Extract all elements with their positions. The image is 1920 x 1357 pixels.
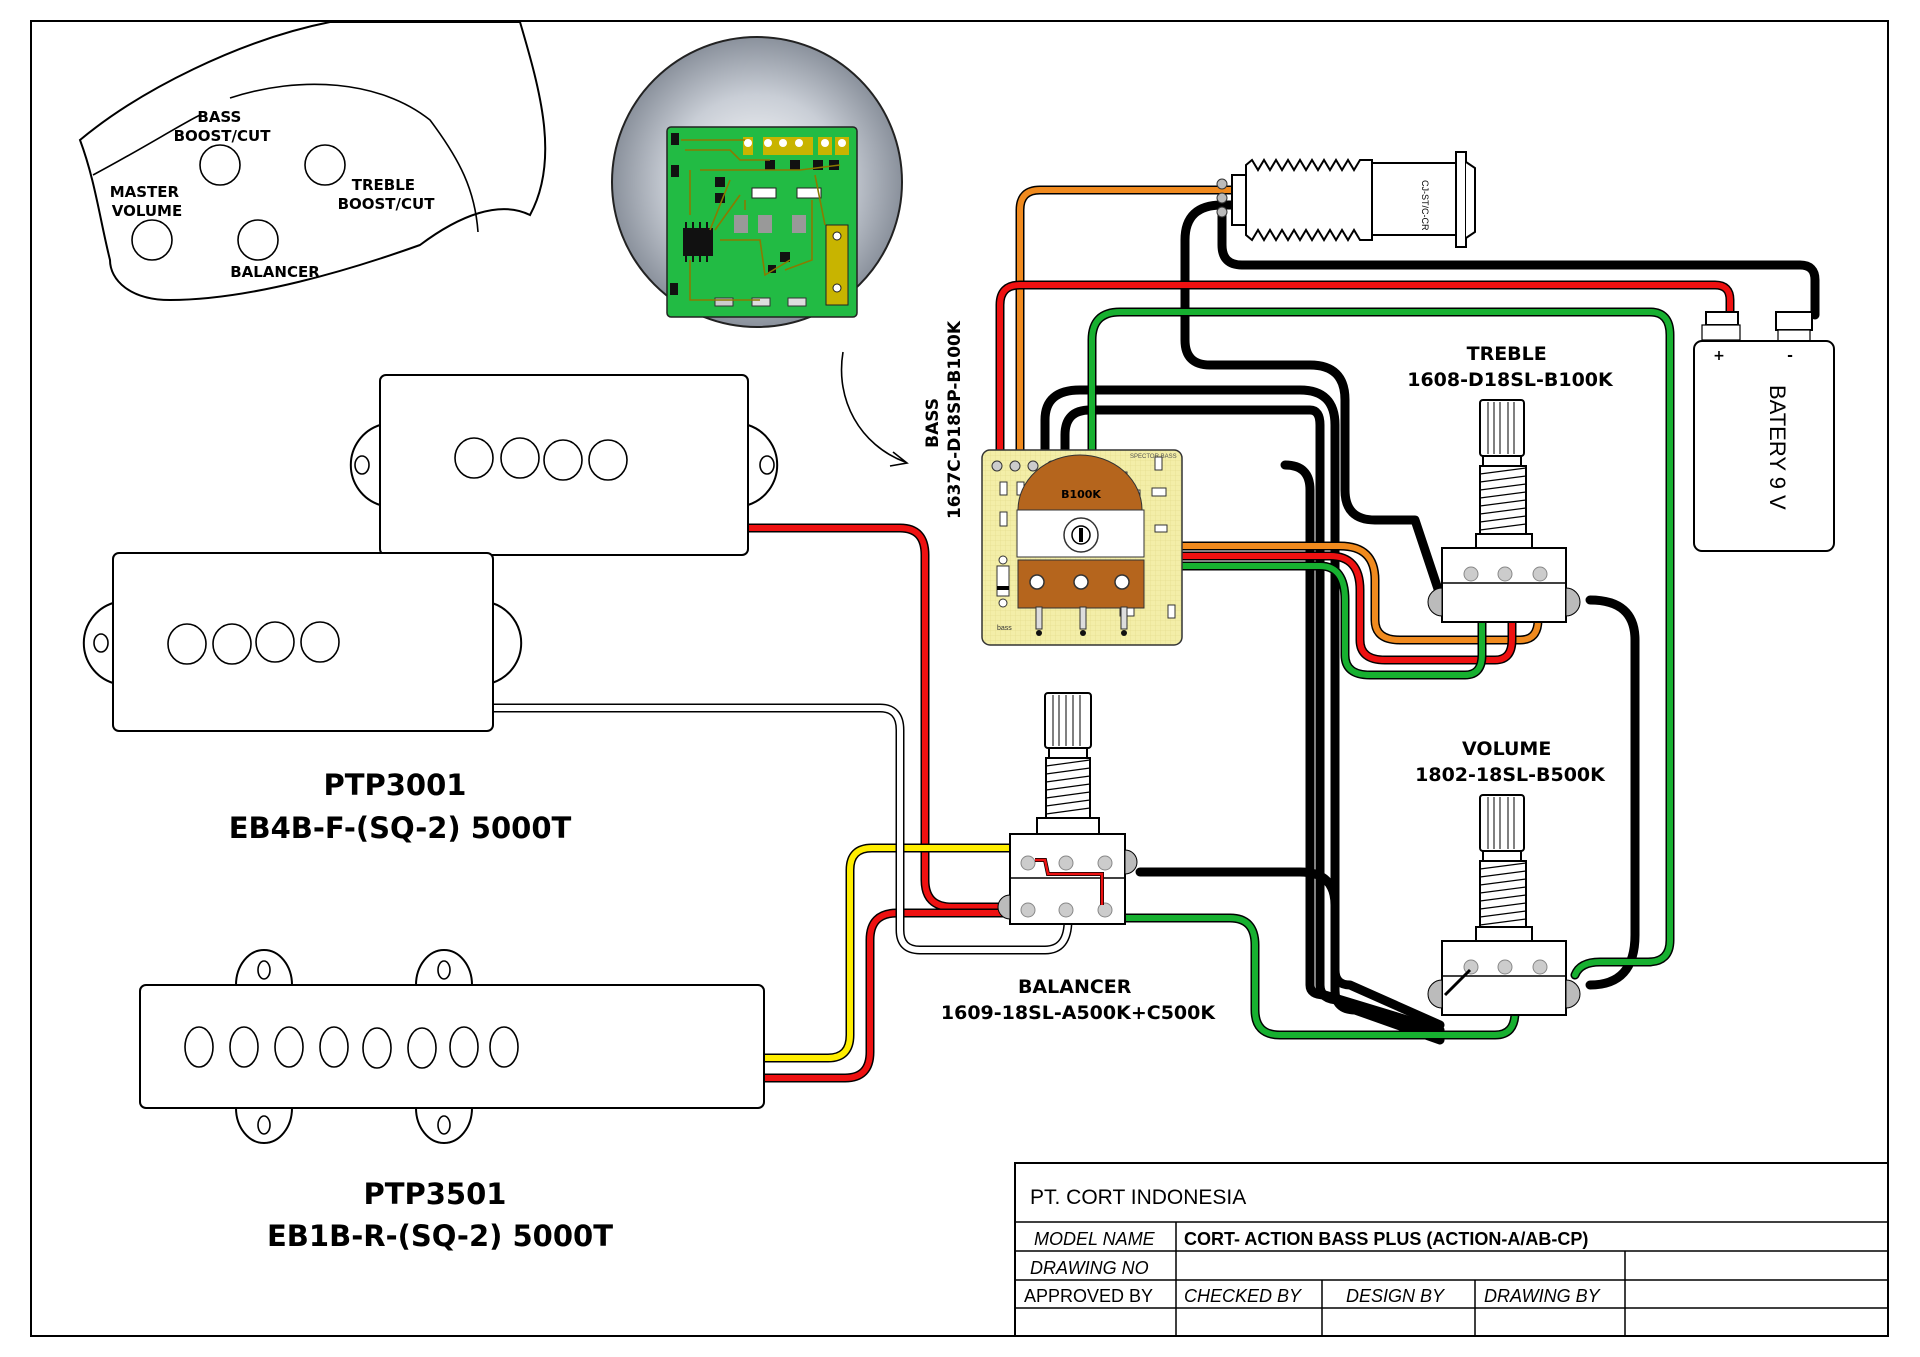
balancer-pot (997, 692, 1138, 925)
treble-knob-hole (304, 144, 346, 186)
pickup-p-lower (82, 552, 523, 732)
jack-label: CJ-ST/C-CR (1420, 180, 1430, 231)
balancer-pot-name: BALANCER (1018, 976, 1132, 998)
drawing-no-label: DRAWING NO (1030, 1258, 1149, 1278)
wire-orange (1015, 185, 1543, 645)
volume-pot-part: 1802-18SL-B500K (1415, 764, 1606, 786)
bass-board-brand: SPECTOR BASS (1130, 454, 1177, 460)
treble-pot (1427, 399, 1581, 623)
svg-text:VOLUME 1802-18SL-B500K: VOLUME 1802-18SL-B500K (1415, 738, 1606, 786)
pickup1-spec: EB4B-F-(SQ-2) 5000T (229, 811, 572, 845)
svg-text:PTP3001 EB4B-F-(SQ-2) 5000: PTP3001 EB4B-F-(SQ-2) 5000T (229, 768, 572, 845)
pickup2-spec: EB1B-R-(SQ-2) 5000T (267, 1219, 613, 1253)
preamp-board-detail (611, 36, 903, 328)
bass-board-corner-label: bass (997, 625, 1012, 632)
svg-text:BASS BOOST/CUT: BASS BOOST/CUT (174, 108, 272, 145)
volume-knob-hole (131, 219, 173, 261)
treble-pot-part: 1608-D18SL-B100K (1407, 369, 1614, 391)
svg-text:PTP3501 EB1B-R-(SQ-2) 5000: PTP3501 EB1B-R-(SQ-2) 5000T (267, 1177, 613, 1253)
svg-text:BALANCER 1609-18SL-A500K+C: BALANCER 1609-18SL-A500K+C500K (941, 976, 1216, 1024)
checked-by-label: CHECKED BY (1184, 1286, 1303, 1306)
volume-pot-name: VOLUME (1462, 738, 1551, 760)
plate-label-bass-2: BOOST/CUT (174, 127, 272, 145)
balancer-pot-part: 1609-18SL-A500K+C500K (941, 1002, 1216, 1024)
plate-label-master-1: MASTER (110, 183, 180, 201)
model-name-label: MODEL NAME (1034, 1229, 1156, 1249)
title-block (1014, 1162, 1889, 1337)
bass-pot-label: BASS 1637C-D18SP-B100K (923, 320, 965, 519)
wire-red (743, 280, 1735, 1083)
wire-white (487, 703, 1073, 955)
output-jack: CJ-ST/C-CR (1216, 151, 1476, 248)
battery-minus: - (1787, 348, 1793, 364)
pickup-j (139, 949, 765, 1144)
pickup2-model: PTP3501 (363, 1177, 506, 1211)
plate-label-treble-1: TREBLE (352, 176, 415, 194)
battery: + - BATERY 9 V (1693, 311, 1835, 552)
drawing-by-label: DRAWING BY (1484, 1286, 1602, 1306)
svg-text:TREBLE BOOST/CUT: TREBLE BOOST/CUT (338, 176, 436, 213)
battery-label: BATERY 9 V (1765, 385, 1790, 510)
bass-knob-hole (199, 144, 241, 186)
plate-label-treble-2: BOOST/CUT (338, 195, 436, 213)
plate-label-master-2: VOLUME (112, 202, 182, 220)
model-name-value: CORT- ACTION BASS PLUS (ACTION-A/AB-CP) (1184, 1229, 1588, 1249)
plate-label-bass-1: BASS (197, 108, 241, 126)
pickup-p-upper (349, 374, 779, 556)
bass-knob-value: B100K (1061, 488, 1101, 501)
company-name: PT. CORT INDONESIA (1030, 1186, 1246, 1209)
svg-text:TREBLE 1608-D18SL-B100K: TREBLE 1608-D18SL-B100K (1407, 343, 1614, 391)
balancer-knob-hole (237, 219, 279, 261)
battery-plus: + (1713, 348, 1725, 364)
callout-arrow (840, 351, 906, 463)
design-by-label: DESIGN BY (1346, 1286, 1446, 1306)
volume-pot (1427, 794, 1581, 1016)
pickup1-model: PTP3001 (323, 768, 466, 802)
control-plate: BASS BOOST/CUT TREBLE BOOST/CUT MASTER V… (78, 21, 547, 302)
drawing-border (30, 20, 1889, 1337)
wire-green (1087, 307, 1675, 1040)
plate-label-balancer: BALANCER (230, 263, 320, 281)
treble-pot-name: TREBLE (1467, 343, 1547, 365)
approved-by-label: APPROVED BY (1024, 1286, 1153, 1306)
wires-black (1040, 200, 1820, 1045)
bass-pot-board: SPECTOR BASS B100K bass (981, 449, 1183, 646)
svg-text:MASTER VOLUME: MASTER VOLUME (110, 183, 185, 220)
